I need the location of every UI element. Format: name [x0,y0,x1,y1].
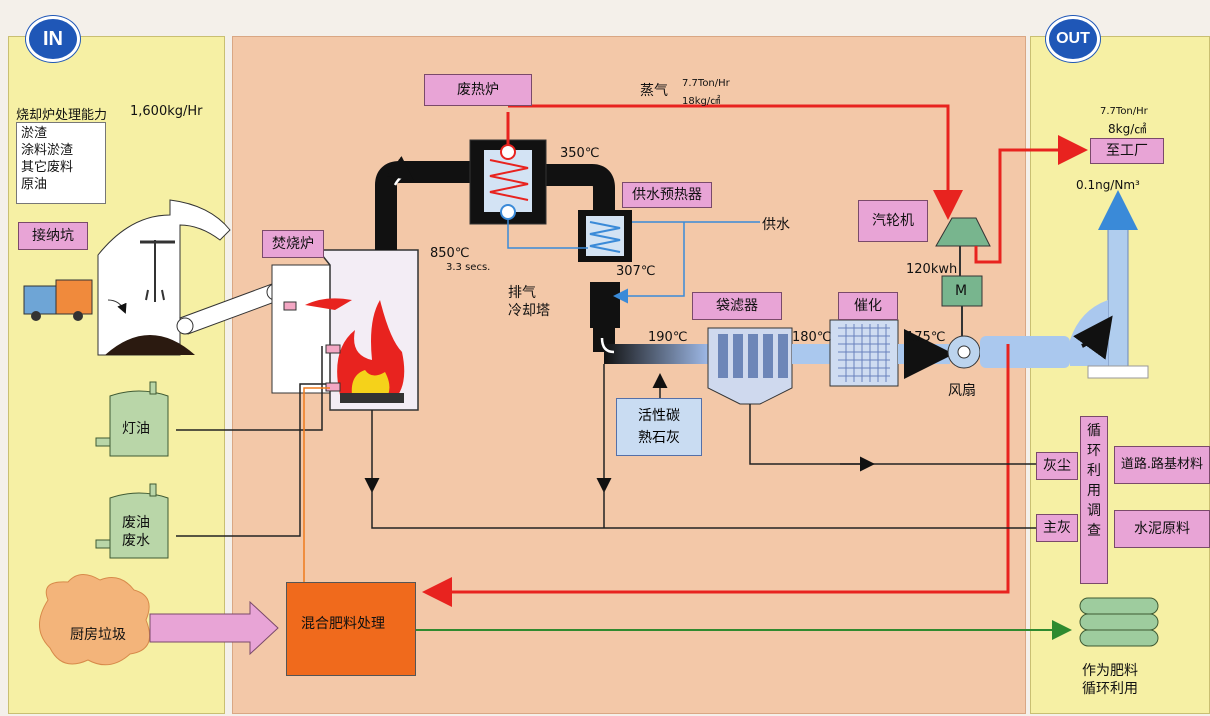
turbine [935,217,991,336]
recycle-char: 调 [1087,503,1101,519]
cooling-label-2: 冷却塔 [508,303,550,319]
out-steam-pressure: 8kg/㎠ [1108,122,1147,136]
steam-label: 蒸气 [640,83,668,99]
recycle-char: 利 [1087,463,1101,479]
catalyst [829,319,899,387]
water-preheater [578,210,632,262]
receiving-pit [97,199,231,356]
steam-rate: 7.7Ton/Hr [682,78,730,89]
in-badge: IN [26,16,80,62]
road-material-label: 道路.路基材料 [1114,446,1210,484]
steam-lines [422,104,1088,607]
bag-filter [707,327,793,405]
carbon-box: 活性碳 熟石灰 [616,398,702,456]
incinerator-label: 焚烧炉 [262,230,324,258]
turbine-label: 汽轮机 [858,200,928,242]
waste-oil-tank [95,483,169,559]
fertilizer-label-2: 循环利用 [1082,681,1138,697]
carbon-label: 活性碳 [638,408,680,424]
input-list: 淤渣 涂料淤渣 其它废料 原油 [16,122,106,204]
kerosene-label: 灯油 [122,421,150,437]
motor-label: M [955,283,968,299]
dust-label: 灰尘 [1036,452,1078,480]
fan [947,335,1070,369]
fertilizer-label-1: 作为肥料 [1082,663,1138,679]
temp-350: 350℃ [560,146,600,161]
waste-water-label: 废水 [122,533,150,549]
truck-icon [23,279,127,321]
duct-bag-to-cat [792,344,832,364]
input-item: 其它废料 [21,160,74,175]
kitchen-label: 厨房垃圾 [70,627,126,643]
lime-label: 熟石灰 [638,430,680,446]
out-steam-rate: 7.7Ton/Hr [1100,106,1148,117]
factory-label: 至工厂 [1090,138,1164,164]
recycle-char: 循 [1087,423,1101,439]
conveyor [176,283,284,335]
fertilizer-bags [1079,597,1159,647]
input-item: 原油 [21,177,48,192]
temp-850: 850℃ [430,246,470,261]
compost-label: 混合肥料处理 [301,616,385,632]
orange-line [303,387,330,582]
steam-pressure: 18kg/㎠ [682,96,721,107]
capacity-value: 1,600kg/Hr [130,104,203,119]
emission-label: 0.1ng/Nm³ [1076,178,1140,192]
preheater-label: 供水预热器 [622,182,712,208]
ash-lines [176,346,1036,537]
incinerator [271,249,419,411]
water-supply-label: 供水 [762,217,790,233]
fan-label: 风扇 [948,383,976,399]
waste-oil-label: 废油 [122,515,150,531]
flue-to-bagfilter [604,344,708,364]
temp-175: 175℃ [906,330,946,345]
cooling-label-1: 排气 [508,285,536,301]
water-lines [507,220,760,304]
temp-180: 180℃ [792,330,832,345]
input-item: 淤渣 [21,126,48,141]
capacity-label: 烧却炉处理能力 [16,108,108,123]
recycle-char: 查 [1087,523,1101,539]
residence-time: 3.3 secs. [446,262,491,273]
cement-label: 水泥原料 [1114,510,1210,548]
temp-307: 307℃ [616,264,656,279]
pit-label: 接纳坑 [18,222,88,250]
temp-190: 190℃ [648,330,688,345]
recycle-char: 用 [1087,483,1101,499]
recycle-char: 环 [1087,443,1101,459]
bag-filter-label: 袋滤器 [692,292,782,320]
kitchen-waste [39,574,279,666]
waste-heat-boiler [469,139,547,225]
kerosene-tank [95,381,169,457]
compost-box: 混合肥料处理 [286,582,416,676]
main-ash-label: 主灰 [1036,514,1078,542]
catalyst-label: 催化 [838,292,898,320]
boiler-label: 废热炉 [424,74,532,106]
out-badge: OUT [1046,16,1100,62]
power-label: 120kwh [906,262,958,277]
stack [1070,190,1149,379]
input-item: 涂料淤渣 [21,143,74,158]
recycle-survey-label: 循 环 利 用 调 查 [1080,416,1108,584]
cooling-tower [590,282,620,328]
